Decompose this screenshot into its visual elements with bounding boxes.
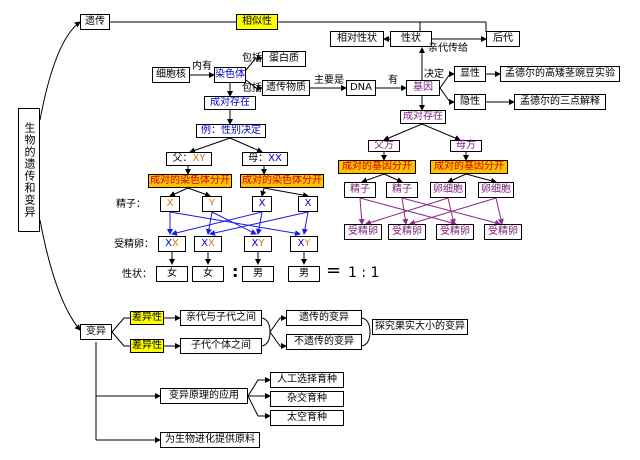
includes-bottom-label: 包括 [242, 83, 262, 94]
protein-node: 蛋白质 [262, 51, 306, 67]
zygote-2-second: X [208, 238, 215, 249]
ratio-text: 1 : 1 [348, 265, 380, 281]
sperm-cell-2: 精子 [386, 182, 418, 198]
father-node: 父：XY [166, 152, 212, 166]
chromosome-node: 染色体 [214, 67, 246, 83]
zygote-3-second: Y [258, 238, 265, 249]
hybrid-breeding-node: 杂交育种 [270, 391, 344, 407]
diagram-title: 生物的遗传和变异 [18, 108, 40, 232]
zygote-cell-2: 受精卵 [388, 224, 426, 240]
equals-mark: = [326, 260, 342, 281]
sex-2: 女 [192, 266, 224, 282]
egg-cell-2: 卵细胞 [478, 182, 514, 198]
artificial-selection-node: 人工选择育种 [270, 372, 344, 388]
sex-example-node: 例：性别决定 [196, 124, 266, 138]
relative-trait-node: 相对性状 [330, 31, 384, 47]
similarity-node: 相似性 [236, 14, 278, 30]
sex-4: 男 [288, 266, 320, 282]
zygote-cell-3: 受精卵 [436, 224, 474, 240]
cell-nucleus-node: 细胞核 [152, 67, 190, 83]
gamete-2: Y [202, 196, 222, 212]
difference-node-1: 差异性 [130, 311, 164, 325]
mendel-ratio-node: 孟德尔的三点解释 [514, 94, 606, 110]
zygote-2-first: X [201, 238, 208, 249]
sex-3: 男 [242, 266, 274, 282]
fertilized-label: 受精卵： [114, 239, 154, 250]
non-heritable-node: 不遗传的变异 [286, 334, 362, 350]
parent-passing-label: 亲代传给 [428, 43, 468, 54]
contains-label: 内有 [192, 61, 212, 72]
gene-node: 基因 [406, 80, 440, 96]
sperm-label: 精子： [116, 199, 146, 210]
egg-cell-1: 卵细胞 [430, 182, 466, 198]
zygote-cell-1: 受精卵 [344, 224, 382, 240]
difference-node-2: 差异性 [130, 339, 164, 353]
gamete-3: X [252, 196, 272, 212]
father-genes: XY [192, 153, 206, 164]
zygote-cell-4: 受精卵 [484, 224, 522, 240]
inquiry-node: 探究果实大小的变异 [372, 319, 468, 335]
gene-separate-1: 成对的基因分开 [338, 160, 416, 174]
mother-node: 母：XX [242, 152, 288, 166]
space-breeding-node: 太空育种 [270, 410, 344, 426]
sex-1: 女 [156, 266, 188, 282]
heredity-node: 遗传 [80, 14, 110, 30]
variation-node: 变异 [80, 324, 112, 340]
zygote-1-first: X [165, 238, 172, 249]
colon-mark: : [232, 262, 239, 281]
father-label: 父： [172, 153, 193, 164]
heritable-node: 遗传的变异 [286, 310, 362, 326]
gamete-4: X [298, 196, 318, 212]
chrom-paired-node: 成对存在 [204, 96, 256, 110]
recessive-node: 隐性 [454, 94, 486, 110]
offspring-node: 后代 [486, 31, 520, 47]
between-children-node: 子代个体之间 [180, 338, 262, 354]
trait-node: 性状 [390, 31, 432, 47]
sperm-cell-1: 精子 [344, 182, 376, 198]
mendel-pea-node: 孟德尔的高矮茎豌豆实验 [500, 66, 620, 82]
gamete-1: X [160, 196, 180, 212]
chrom-separate-1: 成对的染色体分开 [148, 174, 232, 188]
dna-node: DNA [346, 80, 376, 96]
chrom-separate-2: 成对的染色体分开 [240, 174, 324, 188]
zygote-4-second: Y [304, 238, 311, 249]
gene-paired-node: 成对存在 [400, 110, 446, 124]
includes-top-label: 包括 [242, 53, 262, 64]
mother-genes: XX [268, 153, 282, 164]
zygote-3-first: X [251, 238, 259, 249]
gene-separate-2: 成对的基因分开 [430, 160, 508, 174]
zygote-4-first: X [297, 238, 305, 249]
dominant-node: 显性 [454, 66, 486, 82]
sex-label: 性状： [122, 269, 152, 280]
parent-child-node: 亲代与子代之间 [180, 310, 262, 326]
has-label: 有 [388, 75, 398, 86]
genetic-material-node: 遗传物质 [262, 80, 310, 96]
father-side-node: 父方 [368, 140, 400, 152]
mother-side-node: 母方 [450, 140, 482, 152]
mainly-is-label: 主要是 [314, 75, 344, 86]
determines-label: 决定 [424, 69, 444, 80]
link-title-variation [39, 219, 81, 331]
link-title-heredity [39, 21, 81, 121]
mother-label: 母： [248, 153, 269, 164]
zygote-1-second: X [172, 238, 179, 249]
application-node: 变异原理的应用 [160, 388, 248, 404]
evolution-material-node: 为生物进化提供原料 [160, 432, 260, 448]
